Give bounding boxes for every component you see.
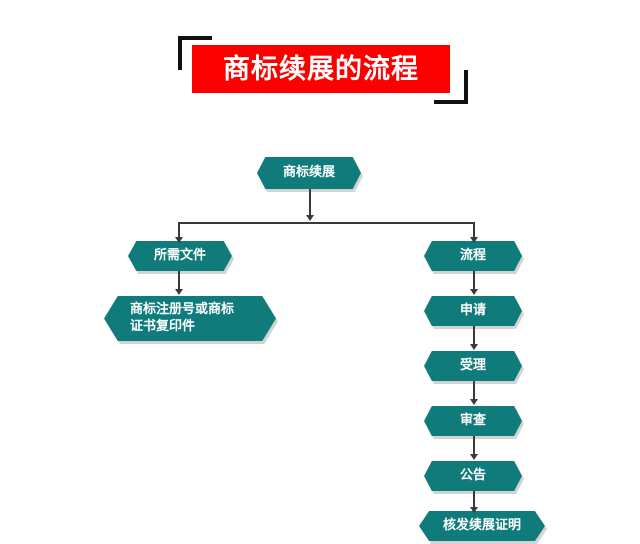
arrowhead-process-step-4 xyxy=(470,454,478,460)
node-process-step-4[interactable]: 公告 xyxy=(424,461,522,491)
corner-bracket-top-left xyxy=(178,36,212,70)
node-process-step-2[interactable]: 受理 xyxy=(424,351,522,381)
arrowhead-documents-to-item xyxy=(175,289,183,295)
node-process-step-4-label: 公告 xyxy=(459,467,486,483)
connector-process-step-3 xyxy=(473,381,475,401)
node-process-step-1-label: 申请 xyxy=(459,302,486,318)
arrowhead-process-step-5 xyxy=(470,507,478,513)
arrowhead-split-left xyxy=(175,237,183,243)
node-document-item-line2: 证书复印件 xyxy=(130,318,196,334)
node-process-step-3[interactable]: 审查 xyxy=(424,406,522,436)
arrowhead-process-step-1 xyxy=(470,289,478,295)
node-document-item-line1: 商标注册号或商标 xyxy=(130,302,235,318)
title-banner: 商标续展的流程 xyxy=(192,45,450,93)
node-process-step-3-label: 审查 xyxy=(459,412,486,428)
page-title: 商标续展的流程 xyxy=(223,53,419,85)
connector-split-right xyxy=(473,222,475,240)
arrowhead-process-step-3 xyxy=(470,399,478,405)
connector-process-step-2 xyxy=(473,326,475,346)
connector-root-stem xyxy=(309,189,311,216)
connector-process-step-1 xyxy=(473,271,475,291)
node-process-step-5[interactable]: 核发续展证明 xyxy=(419,511,545,541)
node-document-item-text: 商标注册号或商标 证书复印件 xyxy=(130,302,234,335)
connector-process-step-4 xyxy=(473,436,475,456)
connector-process-step-5 xyxy=(473,491,475,509)
arrowhead-root-stem xyxy=(306,215,314,221)
node-process-step-1[interactable]: 申请 xyxy=(424,296,522,326)
arrowhead-process-step-2 xyxy=(470,344,478,350)
corner-bracket-bottom-right xyxy=(434,70,468,104)
node-documents-head-label: 所需文件 xyxy=(153,247,206,263)
title-area: 商标续展的流程 xyxy=(178,36,468,104)
node-process-head-label: 流程 xyxy=(459,247,486,263)
node-process-step-5-label: 核发续展证明 xyxy=(442,517,521,533)
node-root[interactable]: 商标续展 xyxy=(257,157,361,189)
node-document-item[interactable]: 商标注册号或商标 证书复印件 xyxy=(104,296,276,341)
connector-documents-to-item xyxy=(178,271,180,291)
connector-split-left xyxy=(178,222,180,240)
node-root-label: 商标续展 xyxy=(282,164,335,180)
node-process-step-2-label: 受理 xyxy=(459,357,486,373)
arrowhead-split-right xyxy=(470,237,478,243)
node-documents-head[interactable]: 所需文件 xyxy=(128,241,232,271)
connector-split-bar xyxy=(178,222,475,224)
node-process-head[interactable]: 流程 xyxy=(424,241,522,271)
